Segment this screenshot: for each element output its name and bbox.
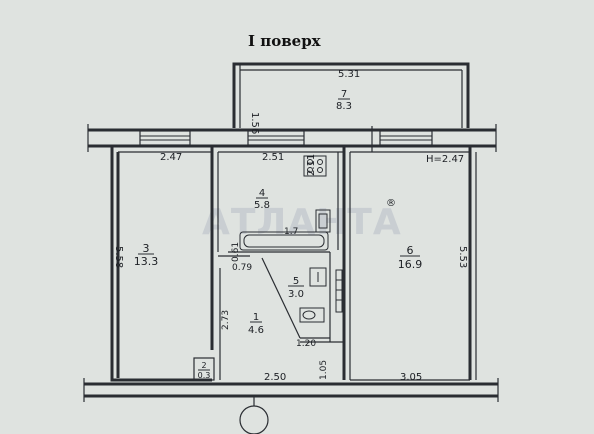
bottom-wall (83, 378, 499, 402)
dim-bottom-room6: 3.05 (400, 372, 422, 383)
window-kitchen (247, 130, 305, 146)
watermark-mark: ® (386, 198, 396, 209)
room-label-5: 5 3.0 (288, 276, 304, 300)
washbasin-icon (309, 267, 327, 287)
svg-text:13.3: 13.3 (134, 255, 159, 268)
bathtub-icon (239, 231, 329, 251)
stove-icon (303, 155, 327, 177)
room-label-2: 2 0.3 (198, 361, 211, 380)
svg-text:1: 1 (253, 312, 259, 323)
svg-text:2: 2 (201, 361, 206, 370)
dim-balcony-width: 5.31 (338, 69, 360, 80)
balcony (232, 62, 470, 128)
dim-bath-depth: 0.61 (231, 242, 241, 262)
dim-room6-height: 5.53 (457, 246, 468, 268)
svg-text:4.6: 4.6 (248, 325, 264, 336)
room-label-1: 1 4.6 (248, 312, 264, 336)
svg-text:5: 5 (293, 276, 299, 287)
dim-kitchen-width: 2.51 (262, 152, 284, 163)
dim-hall-length: 2.73 (221, 310, 231, 330)
room-label-6: 6 16.9 (398, 244, 423, 271)
room-label-4: 4 5.8 (254, 188, 270, 211)
dim-bath-width: 1.7 (284, 227, 298, 237)
svg-text:5.8: 5.8 (254, 200, 270, 211)
core-walls (218, 146, 346, 380)
dim-balcony-depth: 1.56 (249, 112, 260, 134)
dim-bottom-hall: 2.50 (264, 372, 286, 383)
svg-text:3.0: 3.0 (288, 289, 304, 300)
room-label-7: 7 8.3 (336, 89, 352, 112)
svg-text:7: 7 (341, 89, 347, 100)
toilet-icon (299, 307, 325, 323)
svg-text:8.3: 8.3 (336, 101, 352, 112)
storage-2 (193, 357, 215, 381)
dim-wc-width: 1.20 (296, 339, 316, 349)
dim-room3-height: 5.58 (113, 246, 124, 268)
room-label-3: 3 13.3 (134, 242, 159, 268)
dim-room3-width: 2.47 (160, 152, 182, 163)
radiator-icon (335, 269, 343, 313)
window-room3 (139, 130, 191, 146)
top-wall (87, 124, 497, 152)
wall-partition-diagonal (261, 257, 330, 339)
window-room6 (371, 126, 433, 152)
room-6-walls (349, 146, 477, 381)
watermark: АТЛАНТА (202, 202, 402, 243)
dim-entry-depth: 1.05 (319, 360, 329, 380)
dim-hall-width: 0.79 (232, 263, 252, 273)
dim-room6-width: H=2.47 (426, 154, 464, 165)
svg-text:0.3: 0.3 (198, 371, 211, 380)
svg-text:16.9: 16.9 (398, 258, 423, 271)
entry-door-icon (239, 396, 269, 434)
svg-text:3: 3 (143, 242, 150, 255)
svg-text:6: 6 (407, 244, 414, 257)
svg-text:4: 4 (259, 188, 265, 199)
dim-kitchen-depth: 2.11 (306, 154, 317, 176)
room-3-walls (110, 146, 219, 382)
floor-title: I поверх (248, 32, 322, 50)
